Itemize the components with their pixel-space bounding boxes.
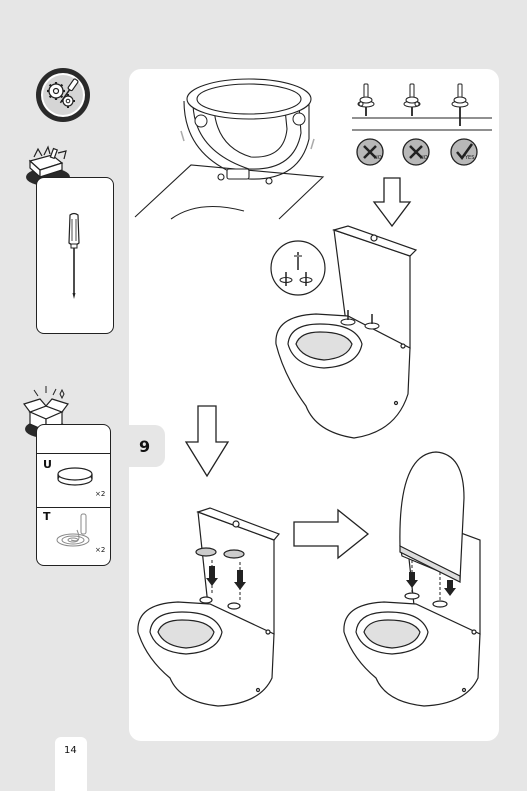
bolt-check-label: NO <box>374 155 382 161</box>
toilet-illustration <box>137 507 281 707</box>
check-icon <box>456 143 474 161</box>
part-row-u: U ×2 <box>37 453 110 508</box>
page-tab <box>55 737 87 791</box>
gears-screwdriver-icon <box>36 68 90 122</box>
cross-icon <box>409 145 423 159</box>
screwdriver-icon <box>68 212 80 299</box>
part-quantity: ×2 <box>95 490 106 498</box>
tools-card <box>36 177 114 334</box>
part-row-t: T ×2 <box>37 507 110 566</box>
toilet-with-seat-illustration <box>343 451 481 707</box>
bolt-check-label: NO <box>420 155 428 161</box>
step-tab <box>129 425 165 467</box>
seat-underside-illustration <box>134 78 325 220</box>
arrow-down-icon <box>372 177 412 228</box>
cap-disc-icon <box>57 467 93 486</box>
page-number: 14 <box>64 745 77 756</box>
arrow-down-icon <box>184 405 230 478</box>
bolt-check-panel <box>352 83 492 166</box>
parts-card: U ×2 T ×2 <box>36 424 111 566</box>
part-letter: T <box>43 510 51 523</box>
bolt-check-label: YES <box>465 155 475 161</box>
cross-icon <box>363 145 377 159</box>
fixing-bolt-icon <box>56 513 90 547</box>
step-number: 9 <box>139 437 151 456</box>
part-letter: U <box>43 458 52 471</box>
part-quantity: ×2 <box>95 546 106 554</box>
arrow-right-icon <box>293 508 370 560</box>
toilet-illustration <box>270 225 418 439</box>
